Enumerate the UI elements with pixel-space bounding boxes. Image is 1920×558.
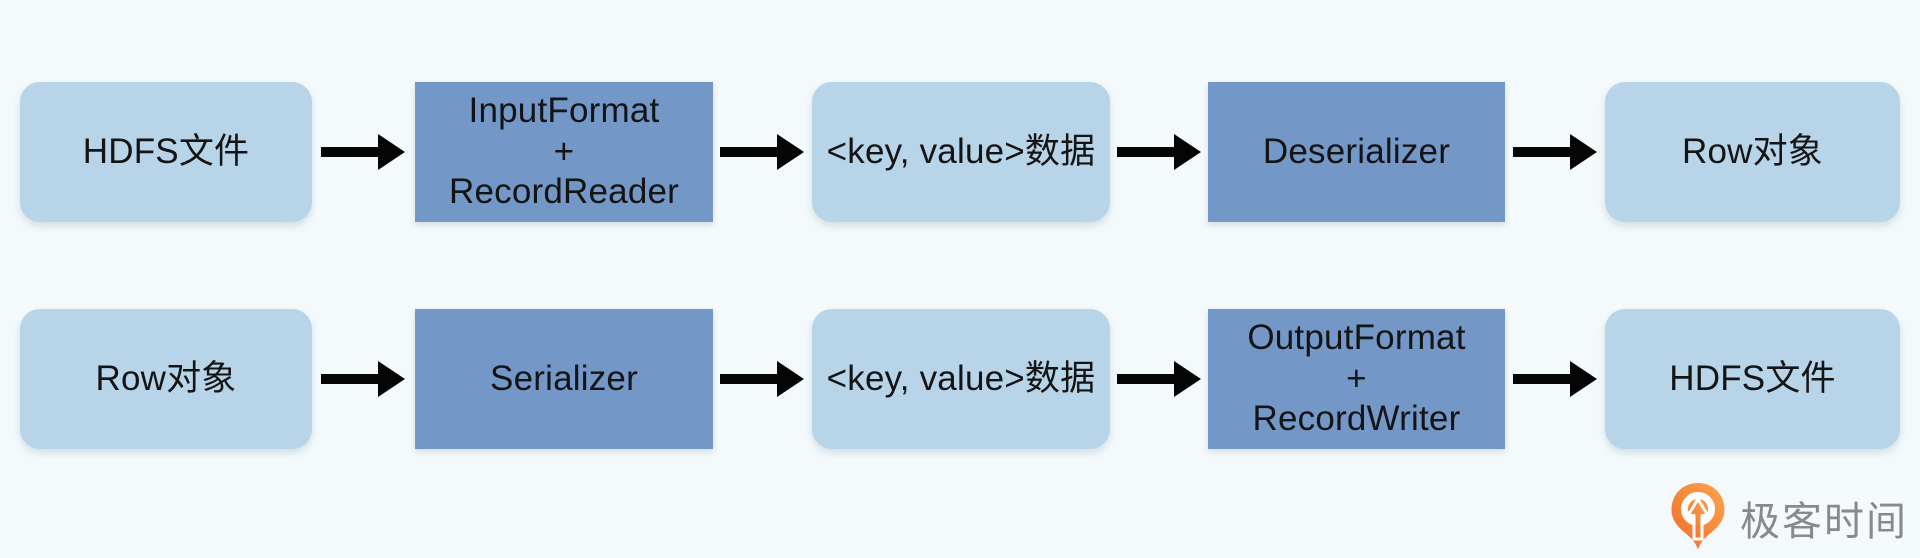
arrow-head: [378, 361, 405, 397]
flow-node-label: OutputFormat + RecordWriter: [1247, 318, 1466, 439]
flow-node-key-value-data-read: <key, value>数据: [812, 82, 1110, 222]
arrow-shaft: [321, 147, 381, 157]
arrow-head: [1570, 134, 1597, 170]
flow-node-hdfs-file-write: HDFS文件: [1605, 309, 1900, 449]
arrow-right-icon: [720, 361, 804, 397]
flow-node-label: <key, value>数据: [826, 131, 1096, 171]
arrow-shaft: [720, 147, 780, 157]
arrow-shaft: [720, 374, 780, 384]
arrow-right-icon: [1513, 361, 1597, 397]
flow-node-row-object-read: Row对象: [1605, 82, 1900, 222]
arrow-right-icon: [1513, 134, 1597, 170]
arrow-shaft: [1513, 147, 1573, 157]
geektime-logo-text: 极客时间: [1740, 500, 1908, 544]
flow-node-label: Deserializer: [1262, 131, 1451, 171]
arrow-head: [1570, 361, 1597, 397]
flow-node-label: Serializer: [490, 358, 638, 398]
arrow-shaft: [1117, 147, 1177, 157]
flow-node-label: Row对象: [95, 358, 237, 398]
arrow-head: [777, 134, 804, 170]
arrow-right-icon: [321, 134, 405, 170]
flow-node-label: HDFS文件: [82, 131, 250, 171]
arrow-right-icon: [1117, 361, 1201, 397]
arrow-right-icon: [720, 134, 804, 170]
arrow-shaft: [1513, 374, 1573, 384]
arrow-right-icon: [1117, 134, 1201, 170]
flow-node-label: InputFormat + RecordReader: [448, 91, 680, 212]
arrow-head: [1174, 134, 1201, 170]
arrow-head: [378, 134, 405, 170]
flow-node-serializer: Serializer: [415, 309, 713, 449]
arrow-shaft: [321, 374, 381, 384]
flow-node-row-object-write: Row对象: [20, 309, 312, 449]
flow-node-hdfs-file-read: HDFS文件: [20, 82, 312, 222]
flow-node-outputformat-recordwriter: OutputFormat + RecordWriter: [1208, 309, 1505, 449]
arrow-right-icon: [321, 361, 405, 397]
flow-node-label: Row对象: [1681, 131, 1824, 171]
geektime-logo: 极客时间: [1668, 482, 1908, 555]
arrow-shaft: [1117, 374, 1177, 384]
geektime-pin-icon: [1668, 482, 1728, 555]
arrow-head: [1174, 361, 1201, 397]
flow-node-inputformat-recordreader: InputFormat + RecordReader: [415, 82, 713, 222]
flow-node-label: HDFS文件: [1669, 358, 1836, 398]
flow-node-label: <key, value>数据: [826, 358, 1096, 398]
flow-node-key-value-data-write: <key, value>数据: [812, 309, 1110, 449]
arrow-head: [777, 361, 804, 397]
flow-node-deserializer: Deserializer: [1208, 82, 1505, 222]
